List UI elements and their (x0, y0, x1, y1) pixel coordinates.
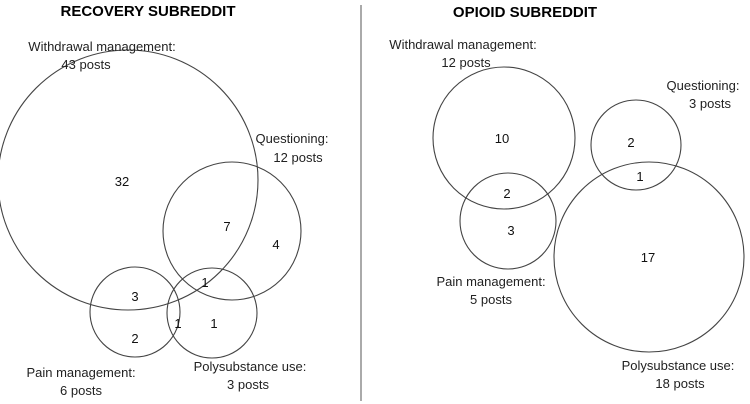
opioid-polysubstance-circle (553, 161, 745, 353)
opioid-withdrawal-only-count: 10 (495, 131, 509, 146)
recovery-withdrawal-label: Withdrawal management: (28, 39, 175, 54)
opioid-pain-label: Pain management: (436, 274, 545, 289)
recovery-withdrawal-count: 43 posts (61, 57, 111, 72)
opioid-pain-only-count: 3 (507, 223, 514, 238)
opioid-withdrawal-pain-count: 2 (503, 186, 510, 201)
recovery-pain-label: Pain management: (26, 365, 135, 380)
recovery-polysubstance-circle (166, 267, 258, 359)
opioid-withdrawal-circle (432, 66, 576, 210)
opioid-withdrawal-label: Withdrawal management: (389, 37, 536, 52)
opioid-polysubstance-label: Polysubstance use: (622, 358, 735, 373)
recovery-withdrawal-circle (0, 49, 259, 311)
recovery-questioning-label: Questioning: (256, 131, 329, 146)
opioid-withdrawal-count: 12 posts (441, 55, 491, 70)
opioid-questioning-circle (590, 99, 682, 191)
recovery-withdrawal-only-count: 32 (115, 174, 129, 189)
recovery-panel: RECOVERY SUBREDDIT Withdrawal management… (0, 3, 329, 398)
recovery-questioning-circle (162, 161, 302, 301)
opioid-pain-count: 5 posts (470, 292, 512, 307)
recovery-withdrawal-questioning-count: 7 (223, 219, 230, 234)
opioid-questioning-count: 3 posts (689, 96, 731, 111)
opioid-questioning-label: Questioning: (667, 78, 740, 93)
opioid-panel-title: OPIOID SUBREDDIT (453, 4, 597, 21)
recovery-questioning-count: 12 posts (273, 150, 323, 165)
recovery-pain-poly-count: 1 (174, 316, 181, 331)
opioid-panel: OPIOID SUBREDDIT Withdrawal management: … (389, 4, 745, 391)
recovery-withdrawal-pain-count: 3 (131, 289, 138, 304)
recovery-pain-circle (89, 266, 181, 358)
recovery-polysubstance-count: 3 posts (227, 377, 269, 392)
opioid-polysubstance-count: 18 posts (655, 376, 705, 391)
opioid-questioning-poly-count: 1 (636, 169, 643, 184)
opioid-pain-circle (459, 172, 557, 270)
opioid-questioning-only-count: 2 (627, 135, 634, 150)
recovery-panel-title: RECOVERY SUBREDDIT (60, 3, 235, 20)
recovery-questioning-only-count: 4 (272, 237, 279, 252)
recovery-pain-only-count: 2 (131, 331, 138, 346)
recovery-poly-only-count: 1 (210, 316, 217, 331)
recovery-pain-count: 6 posts (60, 383, 102, 398)
opioid-poly-only-count: 17 (641, 250, 655, 265)
recovery-polysubstance-label: Polysubstance use: (194, 359, 307, 374)
recovery-withdrawal-questioning-poly-count: 1 (201, 275, 208, 290)
